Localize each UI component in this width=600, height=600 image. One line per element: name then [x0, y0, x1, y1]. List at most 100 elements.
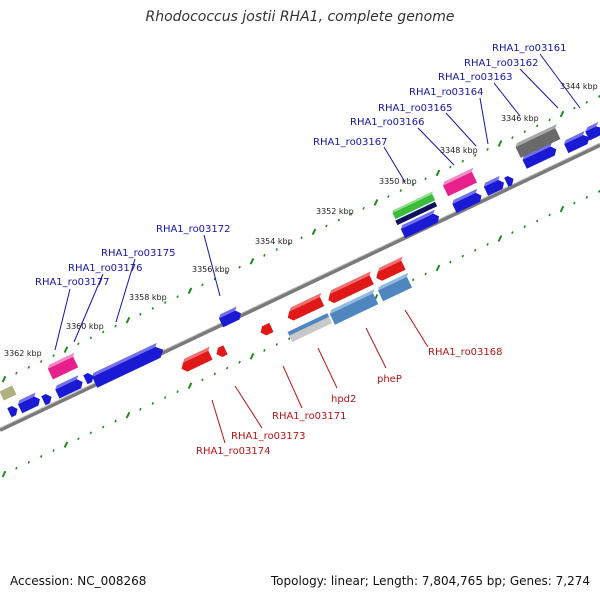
gene-arrow-reverse[interactable] [373, 256, 408, 283]
minor-tick [201, 283, 204, 287]
gene-arrow[interactable] [400, 209, 442, 239]
minor-tick [399, 189, 403, 193]
transporter-gene[interactable] [328, 289, 381, 325]
forward-gene-labels: RHA1_ro03161 RHA1_ro03162 RHA1_ro03163 R… [35, 43, 581, 351]
gene-arrow[interactable] [504, 174, 516, 187]
gene-arrow[interactable] [218, 306, 243, 328]
gene-arrow[interactable] [83, 371, 95, 385]
kbp-scale-labels: 3344 kbp 3346 kbp 3348 kbp 3350 kbp 3352… [4, 82, 598, 358]
major-tick [497, 235, 503, 242]
gene-label[interactable]: RHA1_ro03161 [492, 43, 567, 54]
minor-tick [411, 278, 415, 282]
rna-gene[interactable] [392, 191, 437, 220]
kbp-label: 3344 kbp [560, 82, 598, 91]
gene-label[interactable]: RHA1_ro03165 [378, 103, 453, 114]
misc-gene[interactable] [0, 385, 17, 401]
gene-label[interactable]: RHA1_ro03174 [196, 446, 271, 457]
gene-arrow[interactable] [41, 392, 53, 406]
gene-label[interactable]: RHA1_ro03167 [313, 137, 388, 148]
topology-text: Topology: linear; Length: 7,804,765 bp; … [270, 574, 590, 588]
minor-tick [325, 224, 328, 228]
minor-tick [77, 342, 80, 346]
gene-arrow-reverse[interactable] [287, 313, 333, 342]
kbp-label: 3348 kbp [440, 146, 478, 155]
major-tick [311, 228, 317, 236]
major-tick [1, 470, 7, 478]
major-tick [125, 316, 131, 324]
gene-arrow-reverse[interactable] [258, 322, 274, 337]
gene-arrow[interactable] [451, 188, 484, 213]
hypothetical-gene[interactable] [46, 352, 80, 380]
minor-tick [151, 306, 155, 310]
forward-strand-genes [0, 121, 600, 418]
major-tick [435, 169, 441, 177]
minor-tick [548, 213, 551, 217]
gene-arrow[interactable] [563, 130, 592, 154]
gene-label[interactable]: RHA1_ro03168 [428, 347, 503, 358]
minor-tick [287, 242, 291, 246]
gene-arrow[interactable] [91, 342, 166, 388]
gene-label[interactable]: RHA1_ro03175 [101, 248, 176, 259]
minor-tick [114, 324, 117, 328]
gene-label[interactable]: RHA1_ro03176 [68, 263, 143, 274]
minor-tick [27, 460, 31, 464]
minor-tick [275, 343, 279, 346]
major-tick [187, 382, 193, 390]
gene-arrow[interactable] [483, 175, 507, 196]
minor-tick [263, 253, 266, 257]
minor-tick [523, 225, 527, 229]
minor-tick [225, 366, 229, 370]
accession-text: Accession: NC_008268 [10, 574, 147, 588]
minor-tick [176, 295, 179, 299]
minor-tick [337, 218, 341, 222]
gene-arrow[interactable] [17, 392, 42, 414]
major-tick [497, 140, 503, 147]
reverse-gene-labels: RHA1_ro03168 pheP hpd2 RHA1_ro03171 RHA1… [196, 309, 503, 457]
gene-arrow[interactable] [7, 404, 19, 418]
minor-tick [511, 231, 514, 235]
gene-label[interactable]: RHA1_ro03171 [272, 411, 347, 422]
gene-label[interactable]: RHA1_ro03172 [156, 224, 231, 235]
hypothetical-gene[interactable] [442, 167, 480, 197]
kbp-label: 3346 kbp [501, 114, 539, 123]
gene-label[interactable]: RHA1_ro03166 [350, 117, 425, 128]
gene-arrow[interactable] [54, 375, 85, 399]
minor-tick [535, 219, 539, 223]
minor-tick [15, 466, 18, 470]
gene-label[interactable]: hpd2 [331, 394, 356, 405]
minor-tick [225, 271, 229, 275]
minor-tick [15, 371, 18, 375]
kbp-label: 3354 kbp [255, 237, 293, 246]
gene-arrow-reverse[interactable] [284, 292, 327, 322]
forward-scale-ticks [1, 94, 600, 383]
gene-label[interactable]: RHA1_ro03164 [409, 87, 484, 98]
gene-label[interactable]: RHA1_ro03162 [464, 58, 539, 69]
gene-arrow[interactable] [395, 201, 438, 226]
minor-tick [585, 195, 589, 199]
gene-label[interactable]: RHA1_ro03173 [231, 431, 306, 442]
pseudogene-arrow[interactable] [514, 124, 563, 158]
major-tick [249, 352, 255, 360]
gene-label[interactable]: pheP [377, 374, 402, 385]
gene-arrow-reverse[interactable] [214, 345, 228, 358]
major-tick [559, 110, 565, 118]
gene-arrow-reverse[interactable] [178, 346, 215, 374]
minor-tick [39, 360, 43, 363]
minor-tick [139, 312, 142, 316]
gene-label[interactable]: RHA1_ro03163 [438, 72, 513, 83]
gene-arrow-reverse[interactable] [325, 271, 377, 305]
minor-tick [101, 425, 105, 429]
minor-tick [486, 147, 489, 151]
gene-arrow[interactable] [584, 121, 600, 141]
gene-label[interactable]: RHA1_ro03177 [35, 277, 110, 288]
minor-tick [263, 348, 266, 352]
minor-tick [449, 165, 452, 169]
minor-tick [411, 183, 415, 187]
minor-tick [449, 260, 452, 264]
transporter-gene[interactable] [377, 272, 415, 302]
minor-tick [362, 206, 365, 210]
minor-tick [163, 396, 167, 399]
gene-arrow[interactable] [521, 142, 558, 169]
minor-tick [39, 455, 43, 458]
